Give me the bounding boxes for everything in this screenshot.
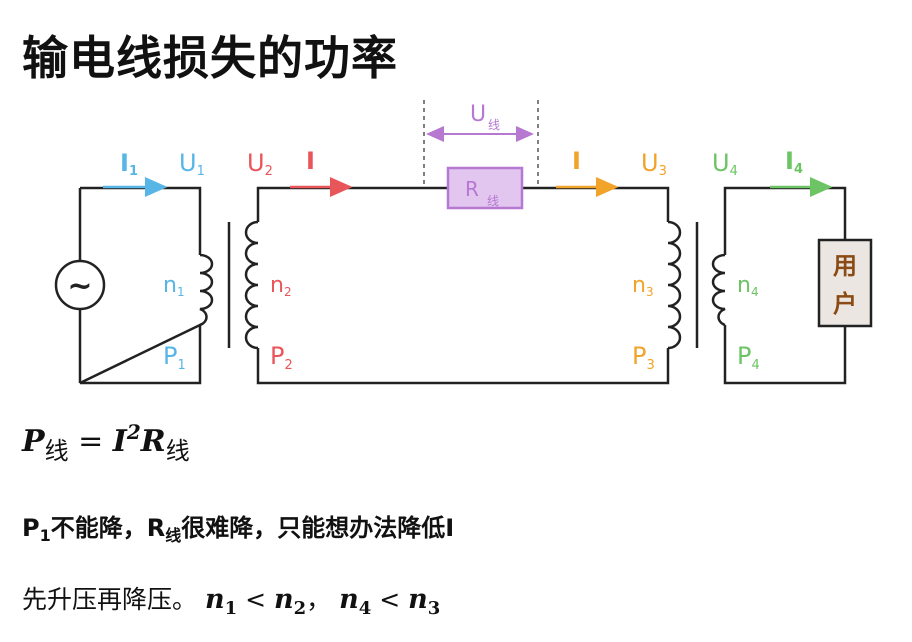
coil-n2 xyxy=(244,220,259,350)
svg-text:R: R xyxy=(465,177,479,201)
user-load: 用 户 xyxy=(817,238,873,328)
loss-formula: P线 = I2R线 xyxy=(22,420,190,465)
label-p4: P4 xyxy=(737,342,760,373)
coil-n3 xyxy=(667,220,682,350)
label-i-orange: I xyxy=(572,147,581,175)
coil-n4 xyxy=(711,253,726,327)
svg-text:线: 线 xyxy=(488,118,500,132)
svg-text:户: 户 xyxy=(833,290,857,318)
label-i1: I1 xyxy=(120,149,138,179)
label-i-red: I xyxy=(306,147,315,175)
label-n1: n1 xyxy=(163,273,185,299)
label-p3: P3 xyxy=(632,342,655,373)
label-n3: n3 xyxy=(632,273,654,299)
label-u2: U2 xyxy=(247,149,273,179)
power-transmission-diagram: ~ R 线 U 线 用 户 xyxy=(54,100,873,385)
svg-text:用: 用 xyxy=(833,252,857,280)
coil-n1 xyxy=(199,253,214,327)
reduce-current-statement: P1不能降，R线很难降，只能想办法降低I xyxy=(22,514,455,545)
line-resistor: R 线 xyxy=(446,166,524,210)
label-u4: U4 xyxy=(712,149,738,179)
line-voltage-indicator: U 线 xyxy=(423,100,539,188)
label-u3: U3 xyxy=(641,149,667,179)
ac-source-symbol: ~ xyxy=(67,269,92,304)
svg-text:线: 线 xyxy=(487,194,499,208)
label-i4: I4 xyxy=(785,147,803,177)
svg-text:U: U xyxy=(470,102,486,127)
ac-source: ~ xyxy=(54,259,106,311)
page-title: 输电线损失的功率 xyxy=(22,31,398,85)
step-up-step-down-conclusion: 先升压再降压。 n1 < n2， n4 < n3 xyxy=(22,584,441,619)
label-u1: U1 xyxy=(179,149,205,179)
label-p2: P2 xyxy=(270,342,293,373)
label-n4: n4 xyxy=(737,273,759,299)
transmission-circuit xyxy=(256,186,670,385)
label-n2: n2 xyxy=(270,273,292,299)
label-p1: P1 xyxy=(163,342,186,373)
